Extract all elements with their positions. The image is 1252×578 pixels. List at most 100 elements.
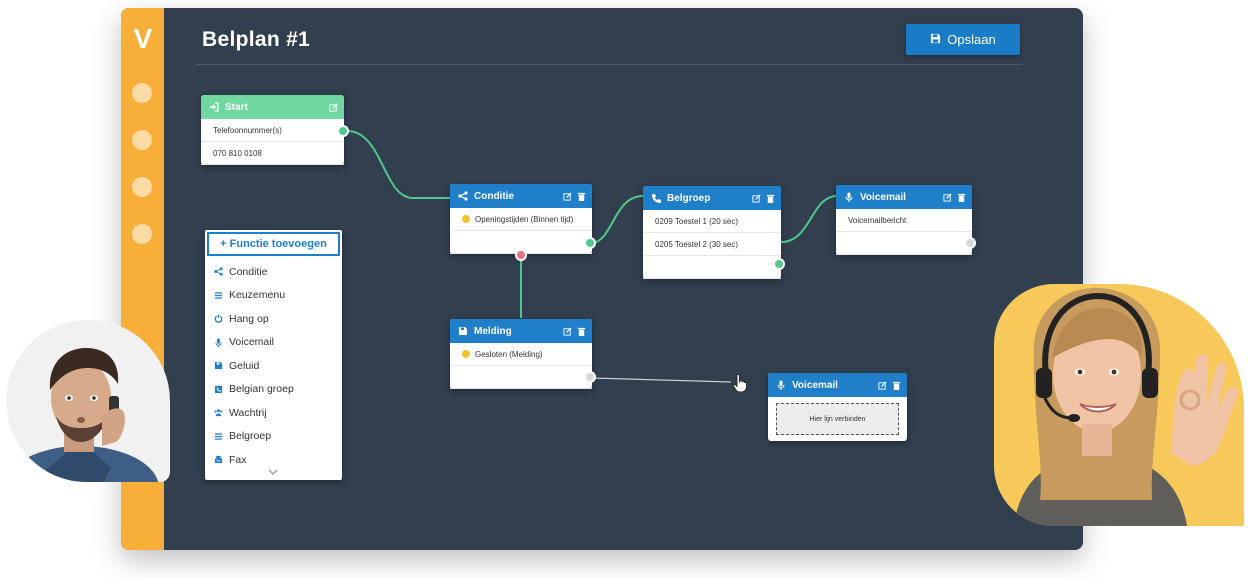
node-belgroep-row: 0209 Toestel 1 (20 sec): [643, 210, 781, 233]
microphone-icon: [776, 380, 786, 390]
edit-icon[interactable]: [878, 380, 887, 390]
node-melding-row: Gesloten (Melding): [450, 343, 592, 366]
chevron-down-icon[interactable]: [268, 468, 278, 476]
function-item-label: Belgian groep: [229, 383, 294, 396]
node-belgroep-row: [643, 256, 781, 279]
wire-start-conditie: [346, 130, 451, 199]
port-voicemail-top-out[interactable]: [964, 237, 976, 249]
node-voicemail-bottom-header: Voicemail: [768, 373, 907, 397]
edit-icon[interactable]: [943, 192, 952, 202]
users-icon: [214, 408, 223, 417]
node-voicemail-top-row: [836, 232, 972, 255]
function-item-hang-op[interactable]: Hang op: [205, 307, 342, 331]
sidebar-item-4[interactable]: [132, 224, 152, 244]
share-icon: [458, 191, 468, 201]
function-item-conditie[interactable]: Conditie: [205, 260, 342, 284]
port-conditie-else[interactable]: [515, 249, 527, 261]
clock-icon: [462, 350, 470, 358]
port-melding-out[interactable]: [584, 371, 596, 383]
sidebar-item-2[interactable]: [132, 130, 152, 150]
sidebar-item-3[interactable]: [132, 177, 152, 197]
function-item-wachtrij[interactable]: Wachtrij: [205, 401, 342, 425]
function-item-keuzemenu[interactable]: Keuzemenu: [205, 284, 342, 308]
node-voicemail-bottom[interactable]: Voicemail Hier lijn verbinden: [768, 373, 907, 441]
wire-conditie-belgroep: [590, 195, 644, 244]
port-start-out[interactable]: [337, 125, 349, 137]
function-item-voicemail[interactable]: Voicemail: [205, 331, 342, 355]
trash-icon[interactable]: [957, 193, 966, 202]
wire-melding-voicemail: [590, 377, 732, 383]
save-icon: [214, 361, 223, 370]
trash-icon[interactable]: [892, 381, 901, 390]
save-icon: [930, 32, 941, 47]
logo: V: [133, 23, 153, 54]
trash-icon[interactable]: [577, 192, 586, 201]
node-start[interactable]: Start Telefoonnummer(s) 070 810 0108: [201, 95, 349, 165]
list-icon: [214, 291, 223, 300]
phone-book-icon: [214, 385, 223, 394]
trash-icon[interactable]: [577, 327, 586, 336]
function-item-geluid[interactable]: Geluid: [205, 354, 342, 378]
node-voicemail-top-row: Voicemailbericht: [836, 209, 972, 232]
node-start-title: Start: [225, 101, 248, 113]
function-item-label: Geluid: [229, 359, 260, 372]
node-melding[interactable]: Melding Gesloten (Melding): [450, 319, 596, 389]
edit-icon[interactable]: [563, 191, 572, 201]
port-belgroep-out[interactable]: [773, 258, 785, 270]
node-start-row: 070 810 0108: [201, 142, 344, 165]
function-item-belgroep[interactable]: Belgroep: [205, 425, 342, 449]
node-conditie-header: Conditie: [450, 184, 592, 208]
port-conditie-out[interactable]: [584, 237, 596, 249]
node-melding-header: Melding: [450, 319, 592, 343]
microphone-icon: [214, 338, 223, 347]
node-belgroep-row: 0205 Toestel 2 (30 sec): [643, 233, 781, 256]
phone-icon: [651, 193, 661, 203]
node-conditie[interactable]: Conditie Openingstijden (Binnen tijd): [450, 184, 596, 261]
node-voicemail-top-header: Voicemail: [836, 185, 972, 209]
edit-icon[interactable]: [563, 326, 572, 336]
node-voicemail-top-title: Voicemail: [860, 191, 906, 203]
node-conditie-row: Openingstijden (Binnen tijd): [450, 208, 592, 231]
node-start-row: Telefoonnummer(s): [201, 119, 344, 142]
function-item-label: Hang op: [229, 312, 269, 325]
trash-icon[interactable]: [766, 194, 775, 203]
list-icon: [214, 432, 223, 441]
node-belgroep-title: Belgroep: [667, 192, 711, 204]
node-voicemail-top[interactable]: Voicemail Voicemailbericht: [836, 185, 976, 255]
share-icon: [214, 267, 223, 276]
power-icon: [214, 314, 223, 324]
wire-belgroep-voicemail: [780, 195, 838, 243]
sign-in-icon: [209, 102, 219, 112]
node-belgroep[interactable]: Belgroep 0209 Toestel 1 (20 sec) 0205 To…: [643, 186, 785, 279]
function-panel: + Functie toevoegen Conditie Keuzemenu H…: [205, 230, 342, 480]
microphone-icon: [844, 192, 854, 202]
node-start-header: Start: [201, 95, 344, 119]
man-on-phone-photo: [6, 320, 170, 482]
node-voicemail-bottom-title: Voicemail: [792, 379, 838, 391]
function-item-fax[interactable]: Fax: [205, 448, 342, 472]
page-title: Belplan #1: [202, 28, 311, 51]
node-belgroep-header: Belgroep: [643, 186, 781, 210]
node-conditie-title: Conditie: [474, 190, 514, 202]
function-item-label: Fax: [229, 453, 247, 466]
sidebar-item-1[interactable]: [132, 83, 152, 103]
edit-icon[interactable]: [329, 102, 338, 112]
support-agent-photo: [994, 284, 1244, 526]
function-item-label: Belgroep: [229, 430, 272, 443]
edit-icon[interactable]: [752, 193, 761, 203]
save-icon: [458, 326, 468, 336]
clock-icon: [462, 215, 470, 223]
save-button[interactable]: Opslaan: [906, 24, 1020, 55]
header-divider: [196, 64, 1023, 65]
node-melding-row: [450, 366, 592, 389]
function-item-label: Wachtrij: [229, 406, 267, 419]
function-item-label: Conditie: [229, 265, 268, 278]
node-melding-row-label: Gesloten (Melding): [475, 349, 543, 359]
function-item-label: Keuzemenu: [229, 289, 286, 302]
node-conditie-row-label: Openingstijden (Binnen tijd): [475, 214, 574, 224]
app-window: V Belplan #1 Opslaan Start Telefoonnumme…: [121, 8, 1083, 550]
add-function-button[interactable]: + Functie toevoegen: [207, 232, 340, 256]
connection-drop-zone[interactable]: Hier lijn verbinden: [776, 403, 899, 435]
function-item-belgian-groep[interactable]: Belgian groep: [205, 378, 342, 402]
hand-cursor-icon: [733, 374, 747, 392]
